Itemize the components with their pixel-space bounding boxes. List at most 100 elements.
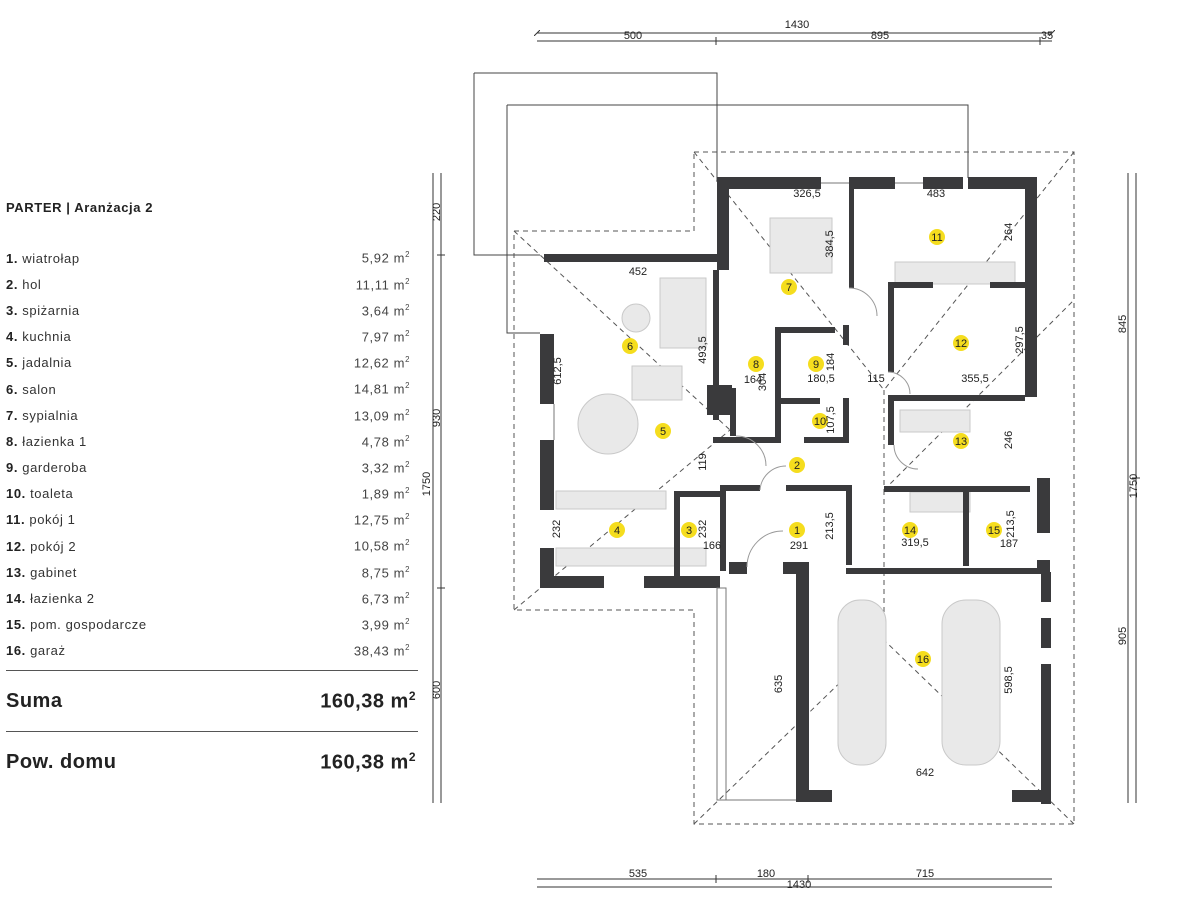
room-marker-label: 5 bbox=[660, 426, 666, 438]
dim-inner: 355,5 bbox=[961, 373, 989, 385]
legend-room-area: 14,81 m2 bbox=[353, 381, 410, 397]
dim-inner: 452 bbox=[629, 266, 647, 278]
dim-inner: 187 bbox=[1000, 538, 1018, 550]
room-marker-dot bbox=[812, 413, 828, 429]
legend-room-area: 3,32 m2 bbox=[361, 459, 410, 476]
legend-room-area: 8,75 m2 bbox=[361, 564, 410, 580]
legend-room-area: 38,43 m2 bbox=[353, 643, 410, 659]
room-marker-dot bbox=[929, 229, 945, 245]
dim-inner: 264 bbox=[1003, 223, 1015, 241]
room-marker-dot bbox=[681, 522, 697, 538]
dim-right-total: 1750 bbox=[1128, 474, 1140, 498]
legend-room-area: 1,89 m2 bbox=[361, 486, 410, 502]
legend-room-label: 12. pokój 2 bbox=[6, 538, 77, 554]
dim-inner: 164 bbox=[744, 374, 762, 386]
room-marker-label: 3 bbox=[686, 525, 692, 537]
car-1 bbox=[837, 599, 887, 766]
room-marker-dot bbox=[609, 522, 625, 538]
kitchen-counter-2 bbox=[555, 547, 707, 567]
room-marker-dot bbox=[953, 335, 969, 351]
room-marker-label: 14 bbox=[904, 525, 916, 537]
sum-value: 160,38 m2 bbox=[320, 688, 416, 713]
house-area-value: 160,38 m2 bbox=[320, 749, 416, 774]
legend-divider bbox=[6, 731, 418, 732]
room-marker-label: 7 bbox=[786, 282, 792, 294]
room-marker-dot bbox=[953, 433, 969, 449]
dim-inner: 291 bbox=[790, 540, 808, 552]
sum-label: Suma bbox=[6, 689, 63, 712]
dim-inner: 232 bbox=[697, 520, 709, 538]
room-marker-label: 2 bbox=[794, 460, 800, 472]
dim-inner: 612,5 bbox=[552, 357, 564, 385]
desk bbox=[894, 261, 1016, 285]
inner-dimensions: 326,5 483 452 384,5 264 493,5 612,5 164 … bbox=[551, 188, 1026, 779]
roof-outline bbox=[473, 72, 969, 334]
dim-left-total: 1750 bbox=[421, 472, 433, 496]
legend-room-area: 4,78 m2 bbox=[361, 433, 410, 450]
legend-room-label: 2. hol bbox=[6, 276, 42, 292]
legend-room-area: 10,58 m2 bbox=[353, 538, 410, 554]
house-area-label: Pow. domu bbox=[6, 750, 117, 773]
dim-inner: 319,5 bbox=[901, 537, 929, 549]
dim-top-c: 35 bbox=[1041, 30, 1053, 42]
bed bbox=[769, 217, 833, 274]
dim-left-c: 600 bbox=[431, 681, 443, 699]
bath-fixture bbox=[909, 491, 971, 513]
dim-inner: 180,5 bbox=[807, 373, 835, 385]
legend-room-area: 6,73 m2 bbox=[361, 590, 410, 607]
dim-inner: 598,5 bbox=[1003, 666, 1015, 694]
dim-inner: 213,5 bbox=[1005, 510, 1017, 538]
dim-inner: 297,5 bbox=[1014, 326, 1026, 354]
legend-room-label: 4. kuchnia bbox=[6, 329, 72, 345]
legend-room-label: 14. łazienka 2 bbox=[6, 591, 95, 607]
room-marker-label: 10 bbox=[814, 416, 826, 428]
car-2 bbox=[941, 599, 1001, 766]
room-marker-label: 16 bbox=[917, 654, 929, 666]
dim-inner: 184 bbox=[825, 353, 837, 371]
room-marker-label: 15 bbox=[988, 525, 1000, 537]
dim-bottom-a: 535 bbox=[629, 868, 647, 880]
door-swings bbox=[735, 287, 919, 568]
dim-inner: 493,5 bbox=[697, 336, 709, 364]
dim-inner: 635 bbox=[773, 675, 785, 693]
legend-room-area: 12,75 m2 bbox=[353, 512, 410, 528]
legend-room-label: 1. wiatrołap bbox=[6, 250, 80, 266]
room-marker-label: 13 bbox=[955, 436, 967, 448]
room-marker-dot bbox=[986, 522, 1002, 538]
dim-right-b: 905 bbox=[1117, 627, 1129, 645]
room-marker-dot bbox=[748, 356, 764, 372]
legend-room-area: 5,92 m2 bbox=[361, 250, 410, 266]
armchair bbox=[631, 365, 683, 401]
dining-table bbox=[577, 393, 639, 455]
dim-inner: 213,5 bbox=[824, 512, 836, 540]
coffee-table bbox=[621, 303, 651, 333]
legend-room-area: 3,99 m2 bbox=[361, 617, 410, 633]
dim-inner: 107,5 bbox=[825, 406, 837, 434]
dim-inner: 115 bbox=[867, 373, 885, 385]
room-marker-dot bbox=[789, 457, 805, 473]
dim-inner: 246 bbox=[1003, 431, 1015, 449]
kitchen-counter bbox=[555, 490, 667, 510]
dimension-lines bbox=[432, 33, 1140, 888]
legend-room-label: 9. garderoba bbox=[6, 460, 87, 476]
room-marker-label: 1 bbox=[794, 525, 800, 537]
room-marker-dot bbox=[622, 338, 638, 354]
legend-room-label: 5. jadalnia bbox=[6, 355, 72, 371]
legend-room-row: 14. łazienka 2 6,73 m2 bbox=[6, 585, 418, 611]
legend-room-row: 1. wiatrołap 5,92 m2 bbox=[6, 245, 418, 271]
room-marker-dot bbox=[655, 423, 671, 439]
legend-divider bbox=[6, 670, 418, 671]
legend-room-row: 12. pokój 2 10,58 m2 bbox=[6, 533, 418, 559]
room-marker-dot bbox=[902, 522, 918, 538]
room-marker-dot bbox=[781, 279, 797, 295]
sum-row: Suma 160,38 m2 bbox=[6, 671, 418, 731]
